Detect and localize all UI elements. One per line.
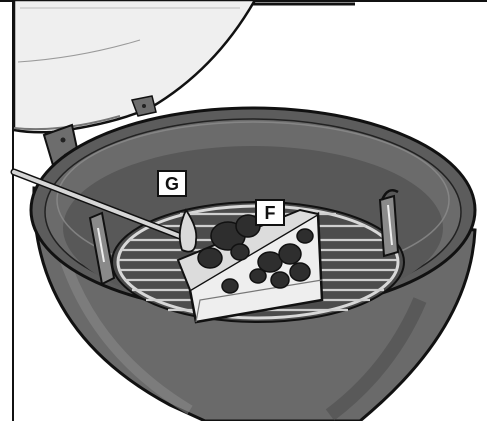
callout-f: F [256,200,284,225]
callout-f-label: F [265,203,276,223]
callout-g-label: G [165,174,179,194]
callout-g: G [158,171,186,196]
